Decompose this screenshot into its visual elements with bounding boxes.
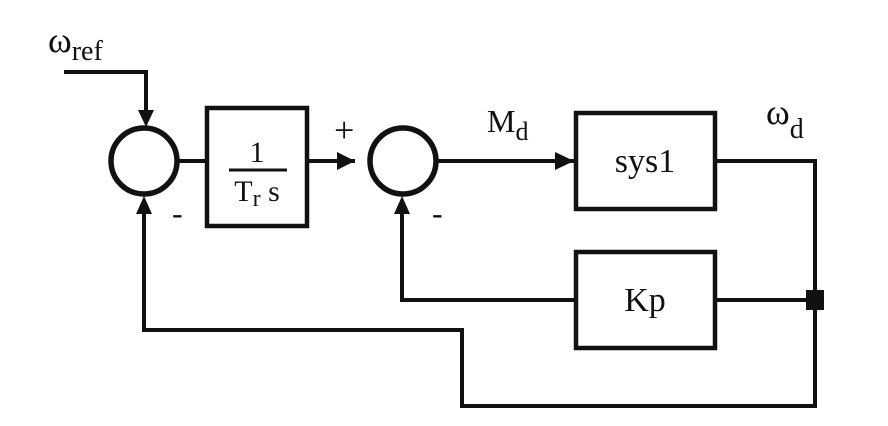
- sum2-input-arrowhead: [337, 152, 355, 170]
- sum2-input-sign: +: [334, 110, 354, 150]
- sum2-feedback-sign: -: [432, 195, 443, 231]
- summing-junction-2: [367, 125, 439, 197]
- summing-junction-1: [108, 125, 180, 197]
- integrator-denominator: Tr s: [234, 175, 280, 212]
- input-wire: [64, 70, 148, 112]
- integrator-numerator: 1: [250, 136, 265, 169]
- sum2-feedback-arrowhead: [394, 196, 410, 214]
- sum1-feedback-arrowhead: [136, 196, 152, 214]
- wire-gain-to-sum2: [400, 212, 576, 302]
- integrator-block: [204, 105, 310, 229]
- output-label: ωd: [766, 92, 804, 145]
- wire-outer-feedback: [142, 212, 817, 408]
- input-label: ωref: [48, 20, 103, 67]
- plant-label: sys1: [615, 143, 675, 180]
- input-arrowhead: [138, 110, 154, 127]
- output-wire: [715, 159, 817, 300]
- signal-label-md: Md: [487, 103, 528, 146]
- gain-label: Kp: [624, 282, 666, 319]
- plant-input-arrowhead: [555, 152, 574, 170]
- plant-block: [573, 110, 718, 212]
- sum1-feedback-sign: -: [172, 195, 183, 231]
